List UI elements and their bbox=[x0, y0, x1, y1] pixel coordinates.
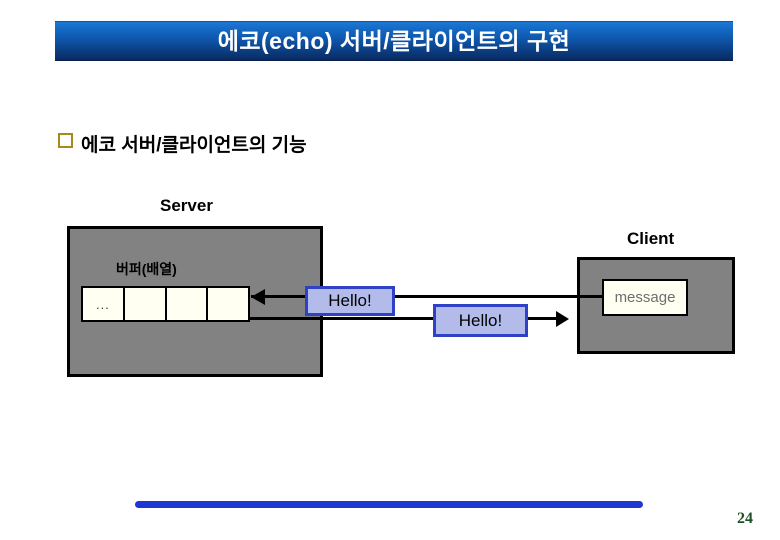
slide-title: 에코(echo) 서버/클라이언트의 구현 bbox=[217, 28, 571, 54]
message-label: message bbox=[614, 289, 676, 306]
response-arrow-line bbox=[250, 317, 557, 320]
request-arrow-line bbox=[251, 295, 602, 298]
bullet-square-icon bbox=[58, 133, 73, 148]
buffer-array: ... bbox=[81, 286, 250, 322]
arrow-left-icon bbox=[251, 289, 265, 305]
title-banner: 에코(echo) 서버/클라이언트의 구현 bbox=[55, 21, 733, 61]
buffer-cell bbox=[122, 288, 165, 320]
hello-request-box: Hello! bbox=[305, 286, 395, 316]
buffer-cell: ... bbox=[95, 296, 110, 312]
buffer-cell bbox=[206, 288, 248, 320]
client-label: Client bbox=[627, 229, 675, 248]
hello-response-label: Hello! bbox=[458, 310, 503, 330]
page-number: 24 bbox=[737, 510, 753, 527]
arrow-right-icon bbox=[556, 311, 569, 327]
bullet-text: 에코 서버/클라이언트의 기능 bbox=[81, 135, 307, 156]
hello-response-box: Hello! bbox=[433, 304, 528, 337]
accent-bar bbox=[135, 501, 643, 508]
hello-request-label: Hello! bbox=[328, 291, 372, 310]
buffer-cell bbox=[164, 288, 207, 320]
message-box: message bbox=[602, 279, 688, 316]
server-label: Server bbox=[160, 196, 213, 215]
buffer-label: 버퍼(배열) bbox=[116, 261, 177, 277]
